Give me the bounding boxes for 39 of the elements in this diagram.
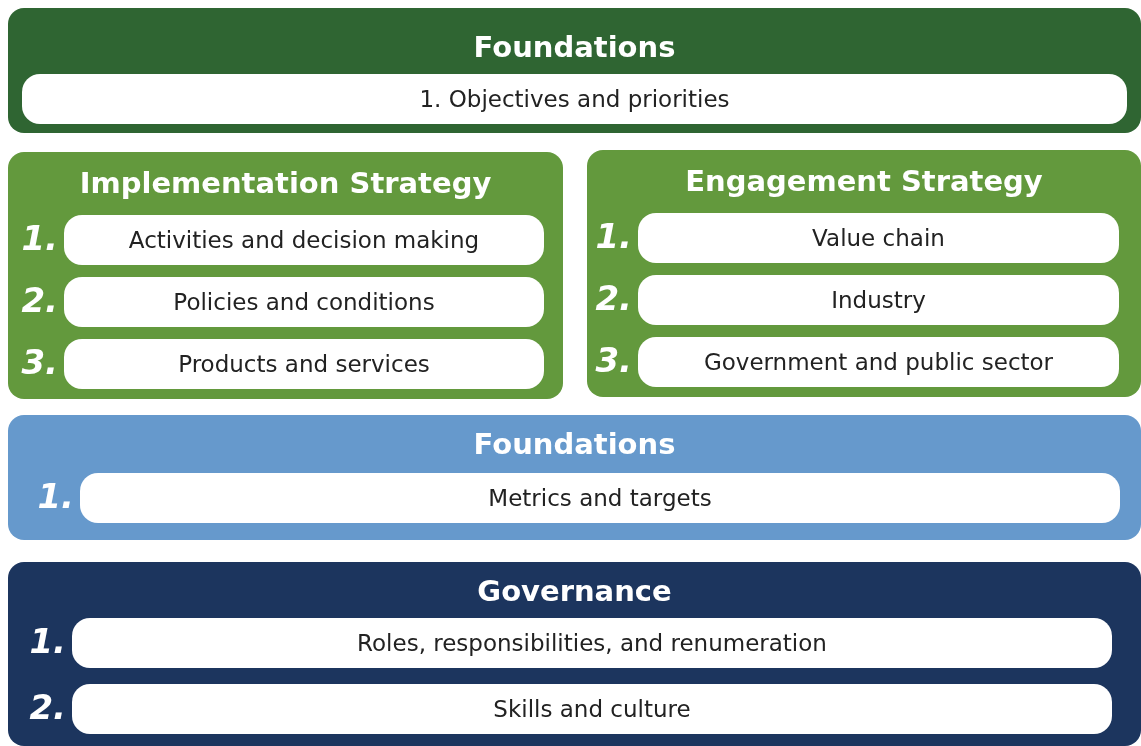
- list-number: 1.: [21, 218, 58, 258]
- item-pill: [64, 339, 544, 389]
- item-text: Metrics and targets: [488, 485, 712, 511]
- item-text: Industry: [831, 287, 926, 313]
- list-number: 3.: [21, 342, 58, 382]
- item-pill: [64, 215, 544, 265]
- item-text: 1. Objectives and priorities: [419, 86, 730, 112]
- section-panel: [8, 415, 1141, 540]
- section-panel: [8, 8, 1141, 133]
- item-text: Activities and decision making: [128, 227, 480, 253]
- list-number: 3.: [595, 340, 632, 380]
- item-pill: [22, 74, 1127, 124]
- list-number: 2.: [29, 687, 66, 727]
- section-heading: Engagement Strategy: [684, 164, 1044, 198]
- item-pill: [80, 473, 1120, 523]
- item-text: Government and public sector: [703, 349, 1054, 375]
- list-number: 1.: [595, 216, 632, 256]
- item-text: Skills and culture: [493, 696, 691, 722]
- section-panel: [587, 150, 1141, 397]
- item-pill: [72, 684, 1112, 734]
- list-number: 2.: [595, 278, 632, 318]
- item-pill: [638, 275, 1119, 325]
- item-text: Value chain: [812, 225, 945, 251]
- section-heading: Implementation Strategy: [78, 166, 493, 200]
- item-pill: [638, 337, 1119, 387]
- section-heading: Governance: [476, 574, 673, 608]
- list-number: 2.: [21, 280, 58, 320]
- item-text: Policies and conditions: [173, 289, 435, 315]
- section-panel: [8, 152, 563, 399]
- item-pill: [64, 277, 544, 327]
- section-heading: Foundations: [472, 427, 677, 461]
- item-text: Products and services: [178, 351, 430, 377]
- section-heading: Foundations: [472, 30, 677, 64]
- section-panel: [8, 562, 1141, 746]
- item-pill: [638, 213, 1119, 263]
- list-number: 1.: [29, 621, 66, 661]
- item-text: Roles, responsibilities, and renumeration: [357, 630, 827, 656]
- list-number: 1.: [37, 476, 74, 516]
- item-pill: [72, 618, 1112, 668]
